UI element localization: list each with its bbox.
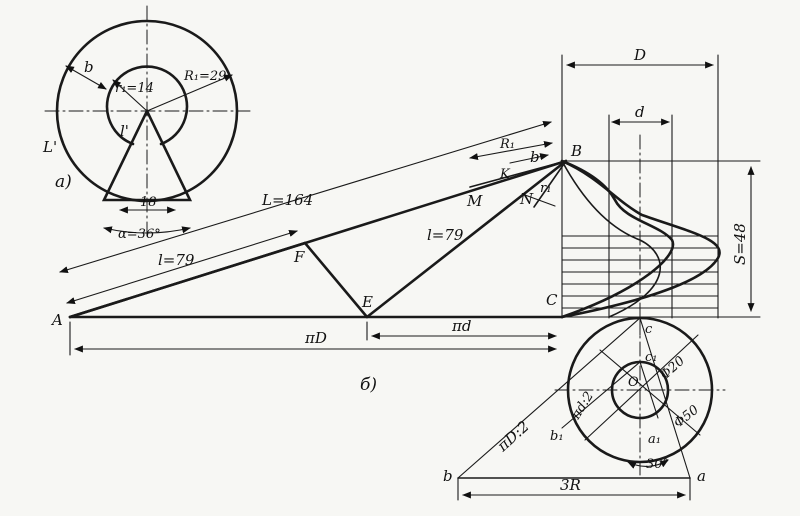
r1-leader [524, 194, 556, 207]
L-label: L=164 [261, 191, 313, 209]
r1-radius [112, 79, 148, 112]
phi50-label: Φ50 [671, 403, 702, 432]
line-EB [365, 159, 568, 319]
l-dimension-1 [66, 230, 298, 304]
point-a: a [697, 467, 706, 485]
phi20-label: Φ20 [658, 354, 688, 383]
R1-label-b: R₁ [499, 137, 515, 152]
part-b-development: A B C E F M N K L=164 l=79 l=79 R₁ b r₁ … [50, 120, 582, 395]
b-label-b: b [530, 148, 540, 166]
point-c1: c₁ [645, 350, 658, 365]
point-b1: b₁ [550, 429, 564, 444]
d-label: d [635, 103, 645, 121]
outer-helix-curve [560, 159, 721, 319]
line-FE [303, 241, 369, 319]
l-label-1: l=79 [158, 251, 195, 269]
b-dimension [65, 65, 107, 90]
point-M: M [466, 192, 483, 210]
diagonal-dimension-2 [599, 349, 701, 436]
3R-label: 3R [560, 476, 581, 494]
r1-label-b: r₁ [540, 181, 551, 196]
L-prime-label: L' [42, 138, 57, 156]
b-dimension-b [509, 153, 549, 164]
R1-label: R₁=29 [183, 69, 226, 84]
point-A: A [50, 311, 63, 329]
R1-dimension [469, 140, 553, 161]
S-label: S=48 [731, 223, 749, 265]
point-E: E [361, 293, 373, 311]
piD2-line [457, 317, 641, 479]
angle-30-label: 30° [646, 457, 669, 472]
part-b-ring: c c₁ O a a₁ b b₁ πD:2 πd:2 Φ20 Φ50 30° 3… [443, 316, 726, 501]
point-F: F [293, 248, 305, 266]
alpha-label: α=36° [118, 227, 161, 242]
l-label-2: l=79 [427, 226, 464, 244]
pid-label: πd [451, 317, 471, 335]
part-b-profile: D d S=48 [560, 46, 761, 336]
part-b-caption: б) [360, 375, 377, 395]
point-N: N [519, 190, 534, 208]
line-c-a [639, 317, 691, 479]
diagonal-dimension [584, 334, 699, 441]
point-c: c [645, 322, 653, 337]
line-c1-a1 [639, 361, 659, 419]
point-b: b [443, 467, 453, 485]
piD-label: πD [304, 329, 327, 347]
inner-helix-curve [560, 159, 675, 319]
angle-30-arc [627, 459, 669, 469]
point-a1: a₁ [648, 432, 661, 447]
point-K: K [499, 167, 511, 182]
part-a-flat-pattern: b r₁=14 R₁=29 L' l' 18 α=36° а) [42, 5, 251, 242]
D-label: D [633, 46, 646, 64]
width-18-label: 18 [140, 195, 157, 210]
point-B: B [570, 142, 582, 160]
r1-label: r₁=14 [115, 81, 154, 96]
third-helix-curve [561, 160, 662, 318]
point-C: C [546, 291, 558, 309]
piD2-label: πD:2 [493, 417, 533, 455]
b-label: b [84, 58, 94, 76]
l-prime-label: l' [120, 122, 129, 140]
point-O: O [628, 375, 639, 390]
R1-radius [146, 74, 233, 112]
part-a-caption: а) [55, 172, 72, 192]
